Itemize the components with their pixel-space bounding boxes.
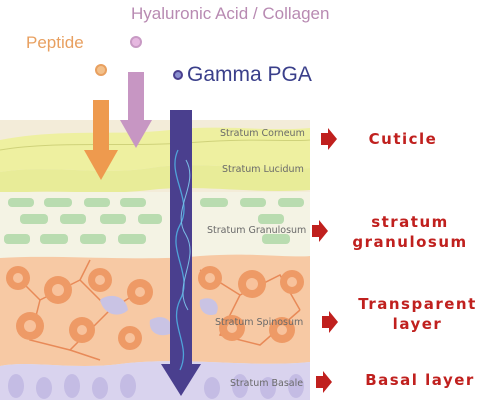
granule-cell: [4, 234, 30, 244]
granule-cell: [262, 234, 290, 244]
spinosum-lavender-patches: [100, 295, 218, 336]
pointer-arrow-transparent: [322, 311, 338, 333]
spinosum-nuclei: [13, 273, 297, 343]
granule-cell: [258, 214, 284, 224]
granule-cell: [60, 214, 86, 224]
peptide-marker: [95, 64, 107, 76]
granulosum-side-line1: stratum: [371, 213, 449, 231]
granulosum-cells: [4, 198, 304, 244]
granule-cell: [100, 214, 126, 224]
pointer-arrow-granulosum: [312, 220, 328, 242]
stratum-basale-label: Stratum Basale: [230, 378, 304, 389]
transparent-side-line1: Transparent: [358, 295, 477, 313]
granule-cell: [8, 198, 34, 207]
granule-cell: [20, 214, 48, 224]
granulosum-side-line2: granulosum: [352, 233, 468, 251]
granule-cell: [200, 198, 228, 207]
granule-cell: [44, 198, 72, 207]
basal-layer-label: Basal layer: [365, 371, 475, 389]
peptide-arrow: [84, 64, 118, 180]
stratum-corneum-label: Stratum Corneum: [220, 128, 305, 139]
stratum-granulosum-label: Stratum Granulosum: [207, 225, 307, 236]
stratum-spinosum-band: [0, 254, 310, 366]
peptide-label: Peptide: [26, 33, 84, 52]
basale-cells: [8, 374, 304, 399]
stratum-corneum-band: [0, 127, 310, 172]
hyaluronic-marker: [130, 36, 142, 48]
pointer-arrows: [312, 128, 338, 393]
hyaluronic-collagen-arrow: [120, 36, 152, 148]
transparent-side-line2: layer: [392, 315, 443, 333]
granule-cell: [118, 234, 146, 244]
pga-wave-2: [180, 159, 191, 311]
gamma-pga-marker: [173, 70, 183, 80]
cuticle-label: Cuticle: [368, 130, 438, 148]
granule-cell: [84, 198, 110, 207]
gamma-pga-label: Gamma PGA: [187, 63, 312, 86]
gamma-pga-arrow: [161, 70, 201, 396]
granule-cell: [80, 234, 106, 244]
transparent-side-label: Transparent layer: [345, 294, 490, 334]
granule-cell: [120, 198, 146, 207]
granule-cell: [40, 234, 68, 244]
granule-cell: [138, 214, 162, 224]
granule-cell: [240, 198, 266, 207]
pointer-arrow-basal: [316, 371, 332, 393]
granulosum-side-label: stratum granulosum: [345, 212, 475, 252]
pointer-arrow-cuticle: [321, 128, 337, 150]
granule-cell: [278, 198, 304, 207]
stratum-lucidum-band: [0, 165, 310, 194]
stratum-lucidum-label: Stratum Lucidum: [222, 164, 304, 175]
pga-wave: [174, 149, 185, 371]
hyaluronic-collagen-label: Hyaluronic Acid / Collagen: [131, 4, 330, 23]
stratum-spinosum-label: Stratum Spinosum: [215, 317, 304, 328]
